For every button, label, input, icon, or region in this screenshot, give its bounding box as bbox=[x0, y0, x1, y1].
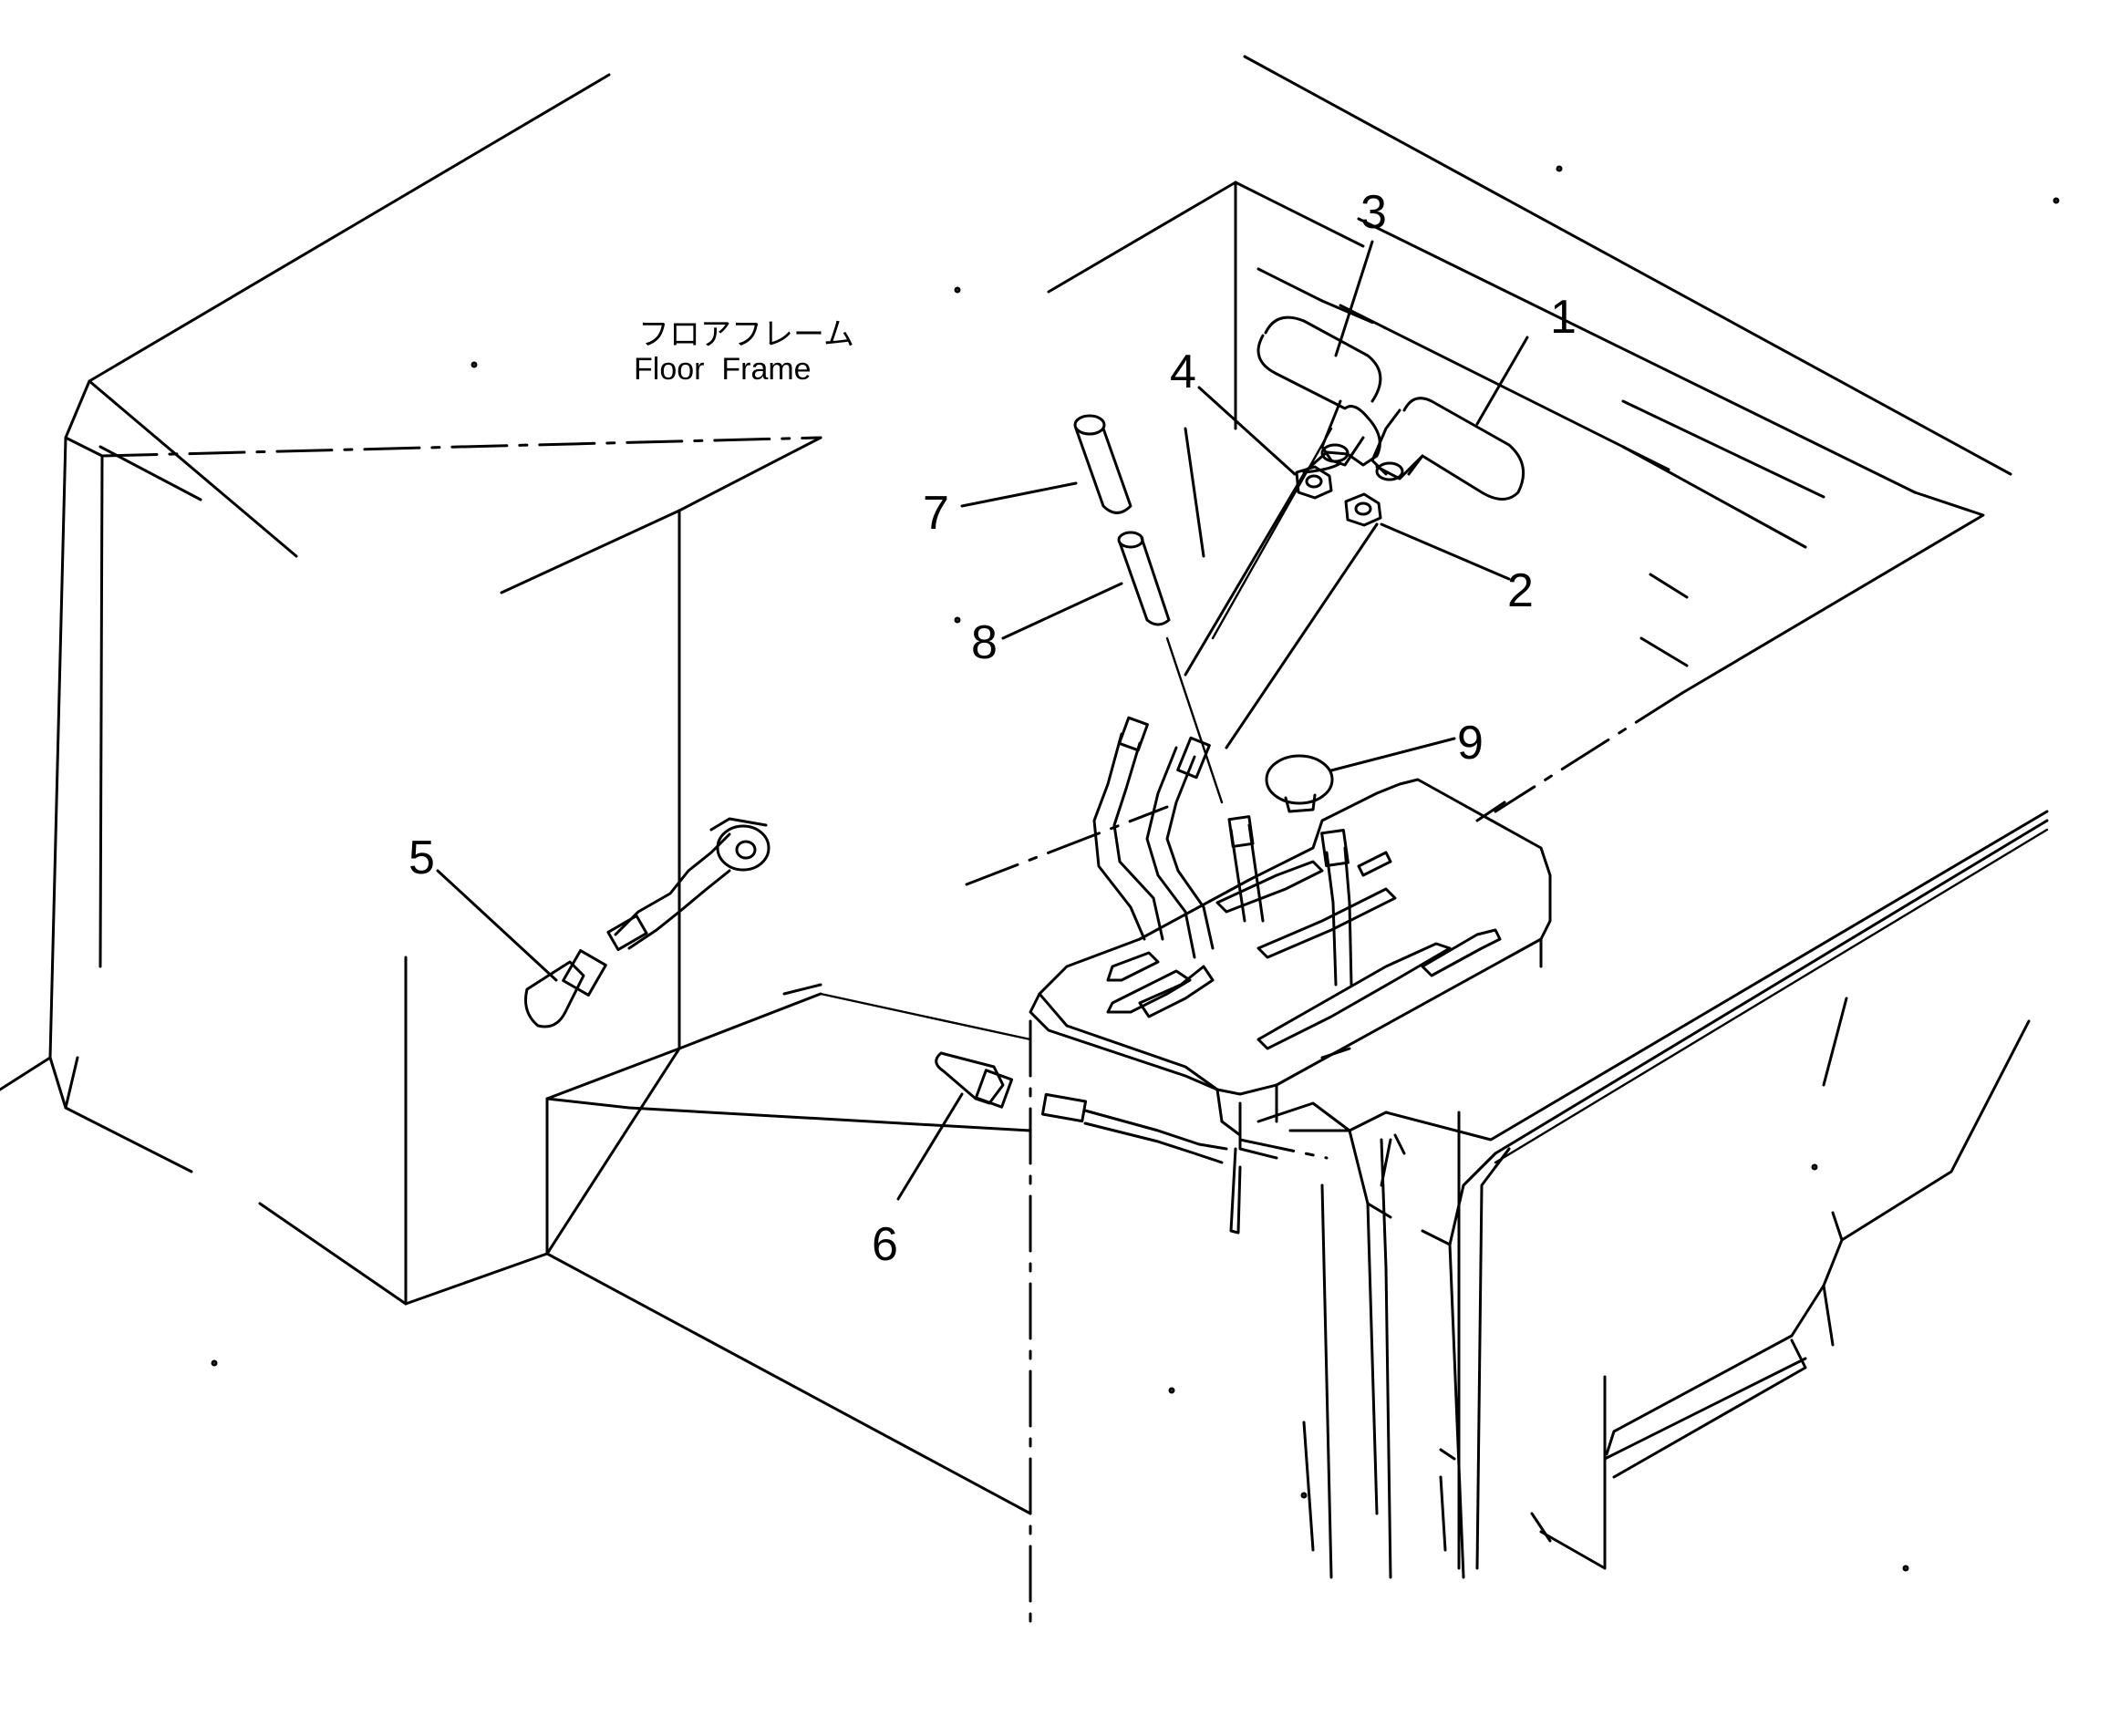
floor-frame-label: フロアフレーム Floor Frame bbox=[634, 317, 854, 387]
exploded-parts bbox=[524, 315, 1525, 1235]
callout-6: 6 bbox=[872, 1218, 898, 1271]
console-housing bbox=[965, 55, 2012, 886]
floor-frame-label-en: Floor Frame bbox=[634, 352, 812, 387]
control-pedestal bbox=[1029, 1019, 1461, 1625]
leader-lines bbox=[436, 240, 1529, 1201]
floor-frame bbox=[0, 73, 1032, 1515]
callout-8: 8 bbox=[971, 616, 998, 669]
side-panel bbox=[1384, 810, 2049, 1579]
callout-9: 9 bbox=[1457, 717, 1484, 770]
scan-specks bbox=[211, 165, 2060, 1572]
callout-4: 4 bbox=[1170, 346, 1196, 398]
callout-7: 7 bbox=[923, 487, 949, 540]
callout-2: 2 bbox=[1507, 564, 1534, 617]
callout-numbers: 1 2 3 4 5 6 7 8 9 bbox=[408, 186, 1577, 1271]
callout-3: 3 bbox=[1360, 186, 1387, 239]
floor-frame-label-jp: フロアフレーム bbox=[638, 317, 854, 352]
console-top-plate bbox=[1029, 778, 1552, 1123]
callout-5: 5 bbox=[408, 832, 435, 884]
control-levers bbox=[1092, 716, 1353, 987]
callout-1: 1 bbox=[1550, 291, 1577, 344]
